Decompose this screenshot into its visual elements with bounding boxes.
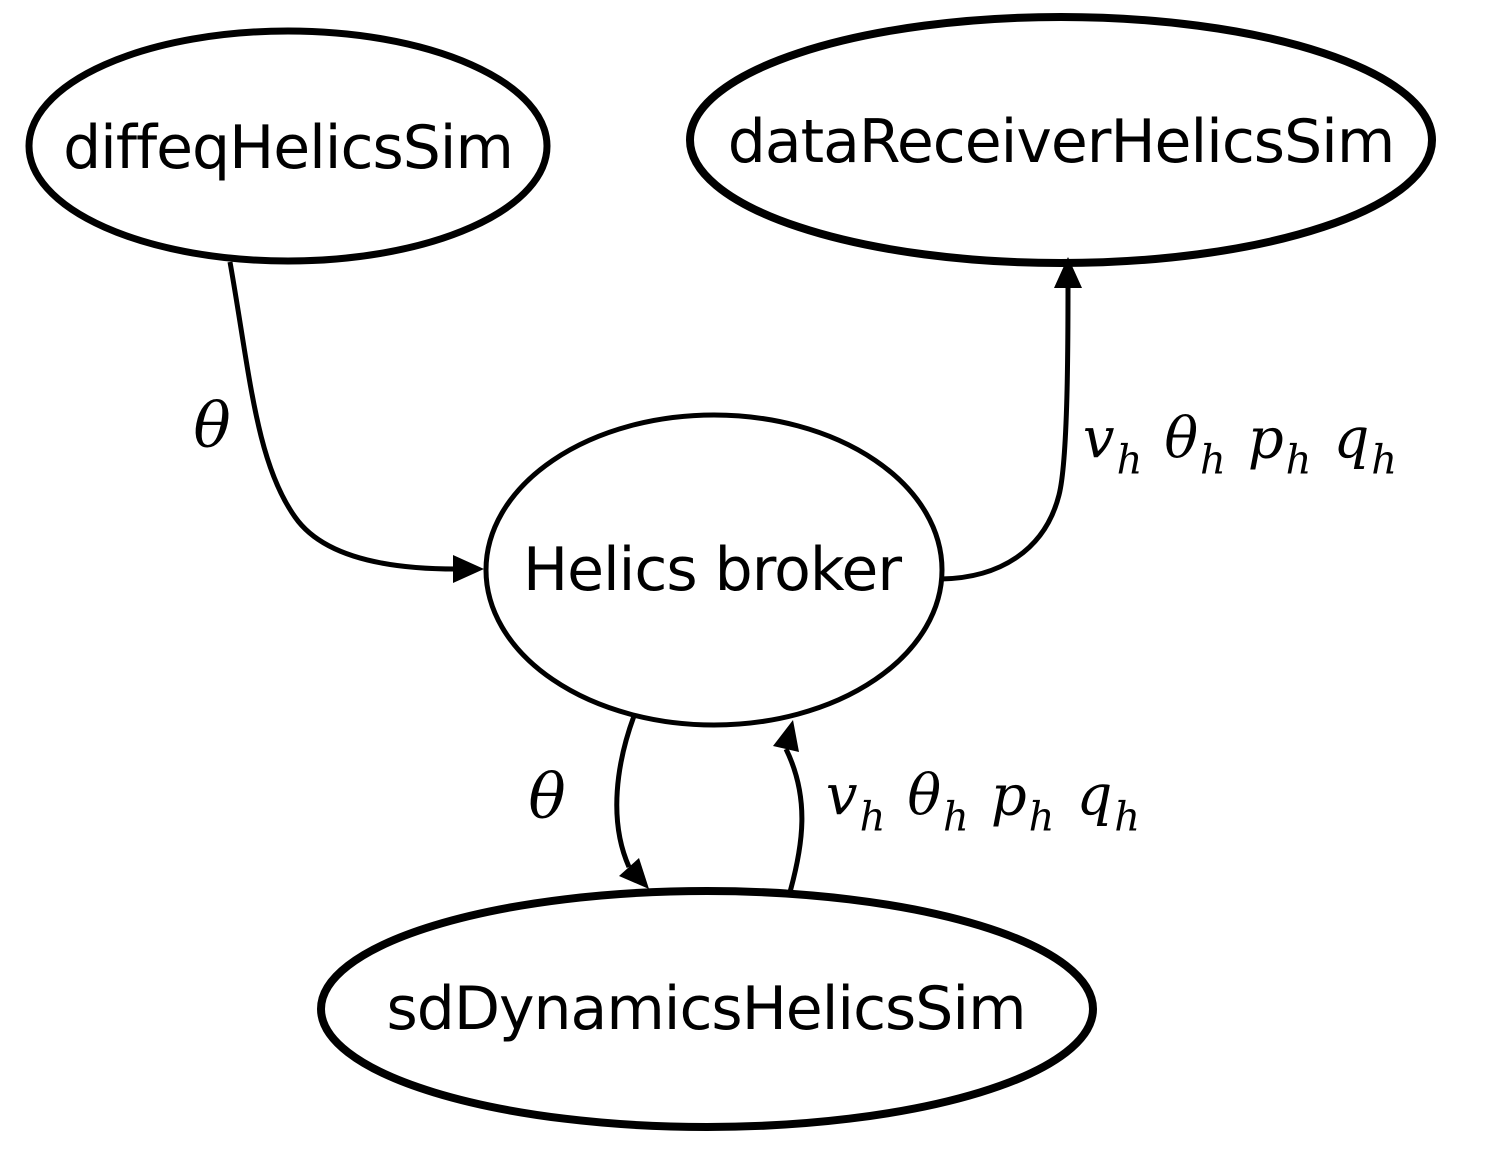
math-var: q xyxy=(1333,406,1370,472)
math-term: qh xyxy=(1333,411,1398,484)
math-subscript: h xyxy=(1200,437,1226,484)
math-subscript: h xyxy=(1114,794,1141,841)
math-subscript: h xyxy=(943,794,969,841)
node-ellipse-sddynamicshelicssim xyxy=(317,887,1097,1131)
node-label-sddynamicshelicssim: sdDynamicsHelicsSim xyxy=(386,974,1026,1044)
edge-diffeq-to-broker xyxy=(227,261,457,572)
math-var: v xyxy=(825,763,858,829)
math-var: p xyxy=(990,763,1027,829)
math-var: θ xyxy=(907,763,942,829)
math-term: vh xyxy=(826,768,886,841)
math-subscript: h xyxy=(1285,437,1312,484)
math-var: v xyxy=(1082,406,1115,472)
math-term: ph xyxy=(1248,411,1312,484)
node-ellipse-datareceiverhelicssim xyxy=(686,13,1436,267)
arrowhead-broker-to-sddynamics xyxy=(619,858,649,889)
arrowhead-diffeq-to-broker xyxy=(453,555,484,583)
node-label-helicsbroker: Helics broker xyxy=(522,535,902,605)
math-subscript: h xyxy=(859,794,886,841)
math-term: θh xyxy=(907,768,969,841)
math-var: θ xyxy=(1164,406,1199,472)
edge-sddynamics-to-broker xyxy=(783,747,805,893)
node-ellipse-helicsbroker xyxy=(483,412,945,728)
math-var: q xyxy=(1076,763,1113,829)
node-label-diffeqhelicssim: diffeqHelicsSim xyxy=(63,113,514,183)
math-subscript: h xyxy=(1028,794,1055,841)
math-term: ph xyxy=(991,768,1055,841)
edge-broker-to-sddynamics xyxy=(614,715,637,869)
edge-label-diffeq-to-broker: θ xyxy=(193,389,231,462)
node-ellipse-diffeqhelicssim xyxy=(25,27,551,265)
math-term: θh xyxy=(1164,411,1226,484)
math-var: p xyxy=(1247,406,1284,472)
math-subscript: h xyxy=(1116,437,1143,484)
math-subscript: h xyxy=(1371,437,1398,484)
node-label-datareceiverhelicssim: dataReceiverHelicsSim xyxy=(727,107,1396,177)
arrowhead-sddynamics-to-broker xyxy=(773,720,799,752)
edge-broker-to-datareceiver xyxy=(940,285,1071,582)
math-term: vh xyxy=(1083,411,1143,484)
arrowhead-broker-to-datareceiver xyxy=(1054,257,1082,288)
edge-label-broker-to-sddynamics: θ xyxy=(528,760,566,833)
math-term: qh xyxy=(1076,768,1141,841)
